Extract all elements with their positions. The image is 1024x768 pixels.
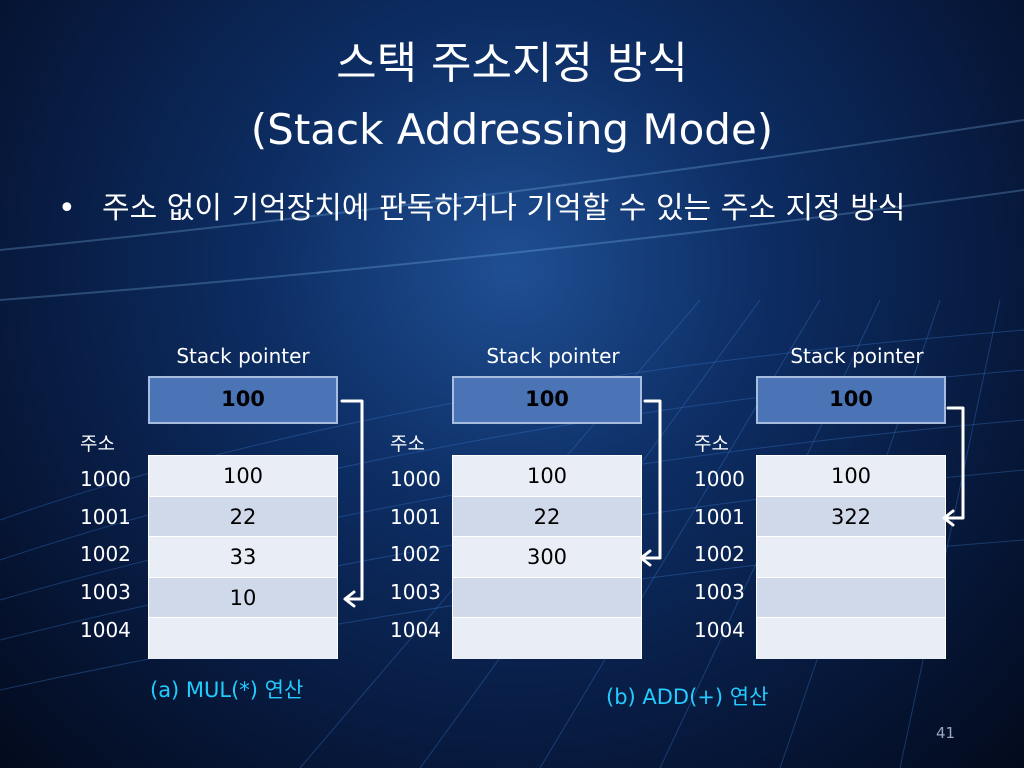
address-a-1001: 1001 [80,505,131,529]
address-c-1002: 1002 [694,542,745,566]
stack-cell: 322 [757,496,945,538]
bullet-point: • 주소 없이 기억장치에 판독하거나 기억할 수 있는 주소 지정 방식 [58,186,958,232]
address-a-1000: 1000 [80,467,131,491]
stack-cell: 10 [149,577,337,619]
stack-cell: 22 [453,496,641,538]
stack-cell: 100 [453,456,641,497]
address-b-1001: 1001 [390,505,441,529]
bullet-marker: • [58,191,76,226]
address-c-1001: 1001 [694,505,745,529]
address-b-1002: 1002 [390,542,441,566]
address-b-1000: 1000 [390,467,441,491]
pointer-arrow-b [640,399,662,560]
address-header-a: 주소 [80,433,115,455]
slide-subtitle: (Stack Addressing Mode) [250,105,774,154]
pointer-arrowhead-c [942,509,955,527]
stack-memory-c: 100 322 [756,455,946,659]
stack-pointer-label-b: Stack pointer [486,344,620,368]
pointer-arrow-a [340,399,364,601]
stack-cell [757,577,945,619]
pointer-arrow-c [943,406,965,520]
address-b-1003: 1003 [390,580,441,604]
stack-pointer-label-a: Stack pointer [176,344,310,368]
address-c-1000: 1000 [694,467,745,491]
stack-pointer-label-c: Stack pointer [790,344,924,368]
stack-memory-a: 100 22 33 10 [148,455,338,659]
stack-cell: 33 [149,537,337,578]
address-a-1003: 1003 [80,580,131,604]
stack-cell: 300 [453,537,641,578]
stack-cell [149,618,337,659]
stack-pointer-value-c: 100 [756,376,946,424]
stack-cell: 100 [149,456,337,497]
stack-cell [453,618,641,659]
slide-title: 스택 주소지정 방식 [336,38,688,89]
stack-cell [757,618,945,659]
address-header-c: 주소 [694,433,729,455]
stack-cell [757,537,945,578]
address-c-1004: 1004 [694,618,745,642]
stack-pointer-value-b: 100 [452,376,642,424]
caption-b: (b) ADD(+) 연산 [606,685,769,709]
caption-a: (a) MUL(*) 연산 [150,678,304,702]
page-number: 41 [936,724,956,742]
stack-pointer-value-a: 100 [148,376,338,424]
stack-cell: 22 [149,496,337,538]
stack-memory-b: 100 22 300 [452,455,642,659]
stack-cell [453,577,641,619]
bullet-text: 주소 없이 기억장치에 판독하거나 기억할 수 있는 주소 지정 방식 [102,191,906,226]
stack-cell: 100 [757,456,945,497]
address-header-b: 주소 [390,433,425,455]
address-a-1002: 1002 [80,542,131,566]
address-a-1004: 1004 [80,618,131,642]
pointer-arrowhead-b [639,549,652,567]
address-c-1003: 1003 [694,580,745,604]
pointer-arrowhead-a [343,590,356,608]
address-b-1004: 1004 [390,618,441,642]
